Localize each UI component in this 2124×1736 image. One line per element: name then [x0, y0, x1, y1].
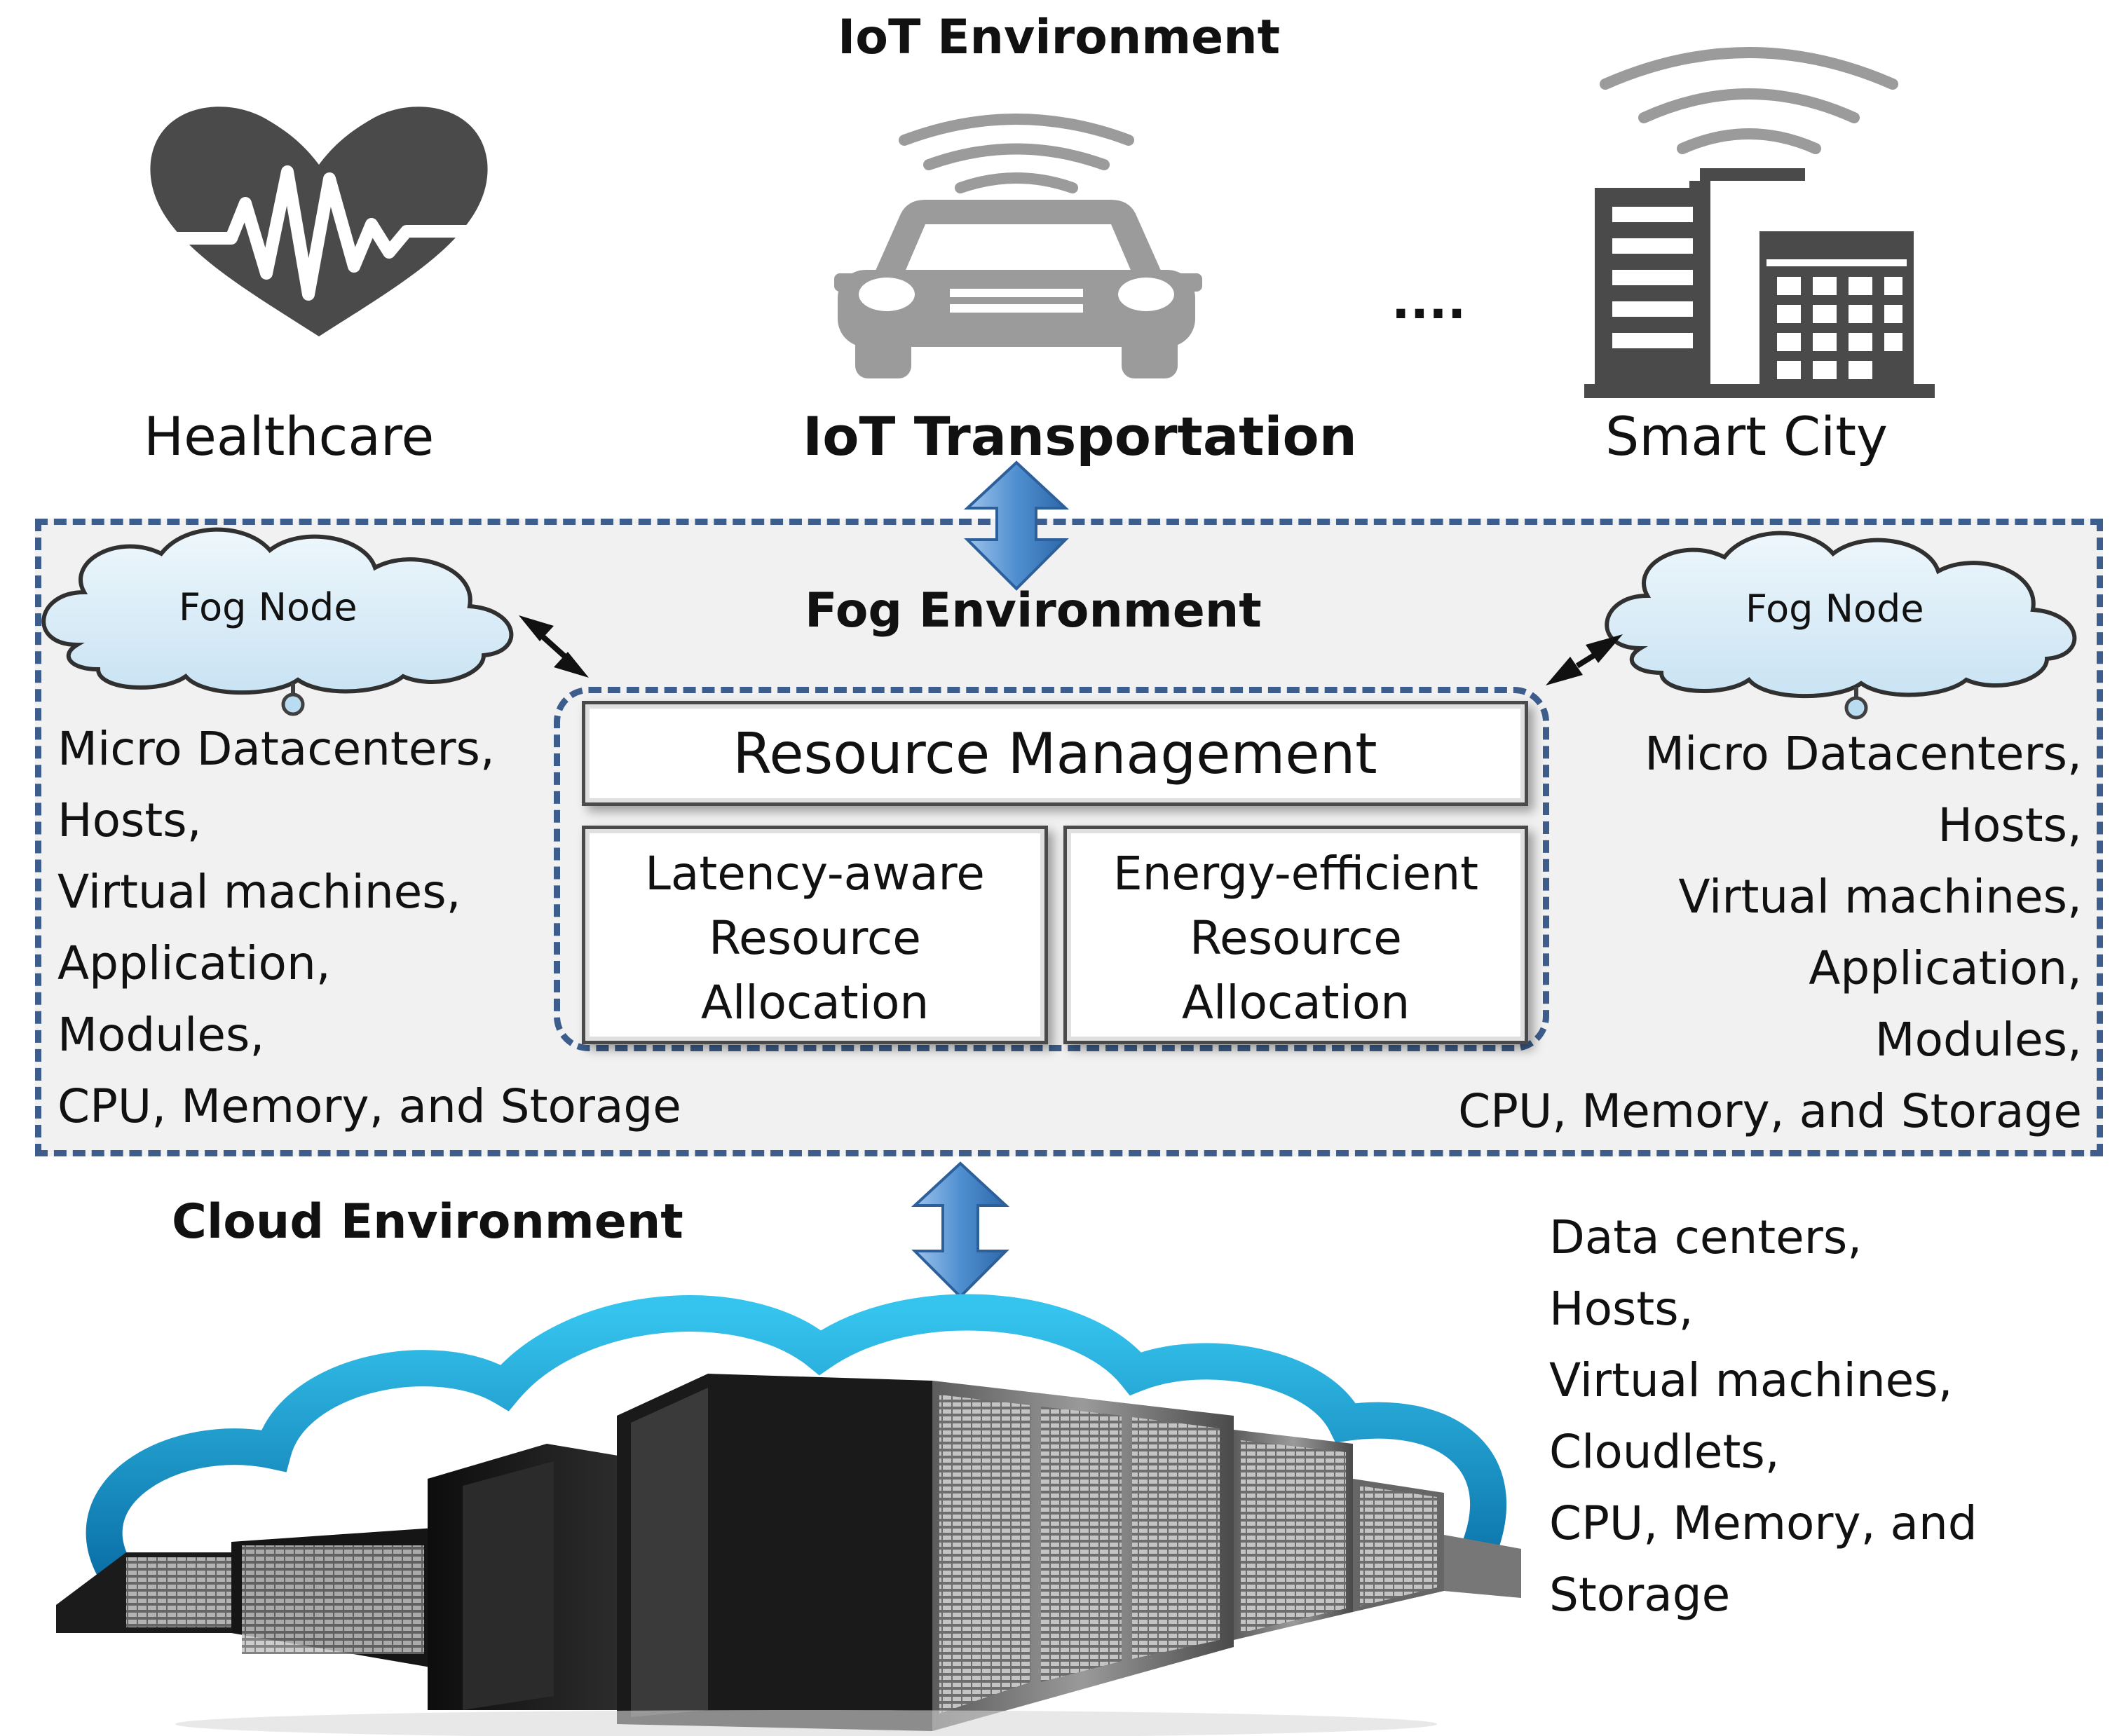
energy-efficient-allocation-panel: Energy-efficient Resource Allocation: [1063, 826, 1528, 1044]
smart-city-label: Smart City: [1605, 405, 1888, 467]
list-item: Micro Datacenters,: [57, 722, 495, 776]
fog-environment-title: Fog Environment: [805, 583, 1262, 638]
iot-fog-double-arrow: [963, 460, 1070, 591]
energy-line-1: Energy-efficient: [1112, 847, 1479, 901]
list-item: Hosts,: [1549, 1282, 1694, 1336]
ellipsis-more-items: ....: [1391, 273, 1466, 330]
list-item: Application,: [1809, 941, 2082, 995]
list-item: Data centers,: [1549, 1210, 1863, 1264]
list-item: Cloudlets,: [1549, 1425, 1780, 1479]
fog-node-cloud-left-icon: [41, 527, 514, 716]
fog-node-left-connector-arrow: [519, 615, 589, 678]
energy-line-2: Resource: [1190, 911, 1402, 965]
list-item: Virtual machines,: [1549, 1353, 1953, 1407]
resource-management-panel: Resource Management: [582, 701, 1528, 806]
healthcare-label: Healthcare: [144, 405, 435, 467]
cloud-resource-list: Data centers, Hosts, Virtual machines, C…: [1549, 1202, 1977, 1631]
list-item: Virtual machines,: [1678, 870, 2082, 924]
list-item: Micro Datacenters,: [1645, 727, 2082, 781]
fog-left-resource-list: Micro Datacenters, Hosts, Virtual machin…: [57, 713, 681, 1142]
latency-line-2: Resource: [709, 911, 921, 965]
list-item: Storage: [1549, 1568, 1731, 1622]
fog-right-resource-list: Micro Datacenters, Hosts, Virtual machin…: [1458, 718, 2082, 1147]
latency-line-1: Latency-aware: [645, 847, 985, 901]
list-item: Hosts,: [57, 793, 202, 847]
list-item: Modules,: [1874, 1013, 2082, 1067]
cloud-datacenter-image: [56, 1294, 1521, 1736]
list-item: Modules,: [57, 1008, 265, 1062]
energy-line-3: Allocation: [1181, 976, 1410, 1030]
latency-line-3: Allocation: [700, 976, 930, 1030]
iot-environment-title: IoT Environment: [838, 10, 1281, 65]
fog-node-right-label: Fog Node: [1745, 587, 1924, 631]
fog-node-right-connector-arrow: [1546, 634, 1623, 685]
fog-cloud-double-arrow: [911, 1161, 1010, 1299]
list-item: Hosts,: [1938, 798, 2082, 852]
list-item: CPU, Memory, and Storage: [1458, 1084, 2082, 1138]
cloud-environment-title: Cloud Environment: [172, 1194, 683, 1250]
list-item: Virtual machines,: [57, 865, 461, 919]
heart-pulse-icon: [150, 107, 488, 336]
iot-transportation-label: IoT Transportation: [803, 405, 1357, 467]
list-item: Application,: [57, 936, 331, 990]
latency-aware-allocation-panel: Latency-aware Resource Allocation: [582, 826, 1048, 1044]
smart-city-buildings-icon: [1584, 47, 1935, 398]
connected-car-icon: [834, 114, 1202, 378]
list-item: CPU, Memory, and Storage: [57, 1079, 681, 1133]
resource-management-label: Resource Management: [733, 720, 1377, 786]
fog-node-left-label: Fog Node: [179, 585, 358, 629]
fog-node-cloud-right-icon: [1605, 531, 2077, 720]
list-item: CPU, Memory, and: [1549, 1496, 1977, 1550]
